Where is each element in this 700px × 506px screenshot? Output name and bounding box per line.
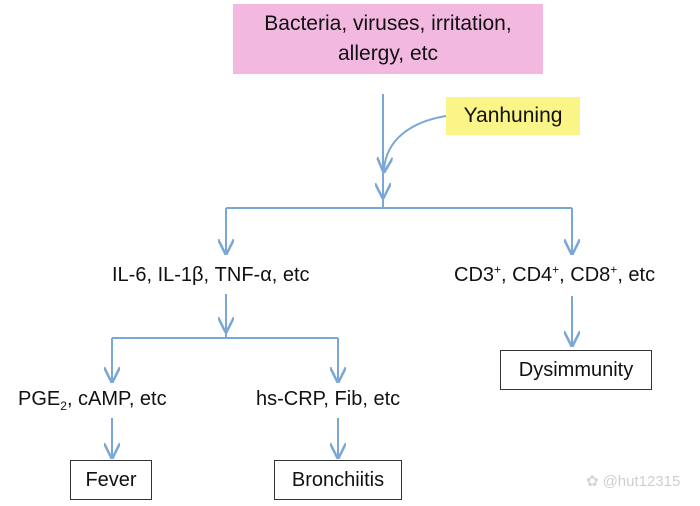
- pge-label: PGE2, cAMP, etc: [18, 386, 167, 412]
- lymphocytes-cd8: , CD8: [559, 264, 611, 286]
- bronchitis-label: Bronchiitis: [291, 468, 385, 491]
- cytokines-text: IL-6, IL-1β, TNF-α, etc: [112, 264, 310, 286]
- watermark-text: @hut12315: [602, 473, 681, 490]
- cytokines-label: IL-6, IL-1β, TNF-α, etc: [112, 262, 310, 288]
- crp-label: hs-CRP, Fib, etc: [256, 386, 400, 412]
- lymphocytes-cd4: , CD4: [501, 264, 553, 286]
- source-line-2: allergy, etc: [338, 42, 438, 65]
- source-line-1: Bacteria, viruses, irritation,: [264, 12, 512, 35]
- fever-box: Fever: [70, 460, 152, 500]
- watermark: ✿@hut12315: [586, 472, 680, 490]
- drug-box: Yanhuning: [446, 97, 580, 135]
- lymphocytes-cd4-sup: +: [552, 262, 560, 277]
- pge-text: PGE: [18, 388, 61, 410]
- source-box: Bacteria, viruses, irritation, allergy, …: [233, 4, 543, 74]
- fever-label: Fever: [85, 468, 137, 491]
- dysimmunity-label: Dysimmunity: [518, 358, 634, 381]
- drug-label: Yanhuning: [463, 104, 563, 127]
- pge-sub: 2: [60, 399, 67, 413]
- pge-rest: , cAMP, etc: [66, 388, 167, 410]
- dysimmunity-box: Dysimmunity: [500, 350, 652, 390]
- lymphocytes-cd8-sup: +: [610, 262, 618, 277]
- drug-inhibition-arrow: [384, 115, 447, 170]
- lymphocytes-cd3-sup: +: [494, 262, 502, 277]
- lymphocytes-cd3: CD3: [454, 264, 495, 286]
- lymphocytes-label: CD3+, CD4+, CD8+, etc: [454, 262, 655, 288]
- bronchitis-box: Bronchiitis: [274, 460, 402, 500]
- flower-icon: ✿: [586, 473, 599, 490]
- crp-text: hs-CRP, Fib, etc: [256, 388, 401, 410]
- lymphocytes-etc: , etc: [617, 264, 656, 286]
